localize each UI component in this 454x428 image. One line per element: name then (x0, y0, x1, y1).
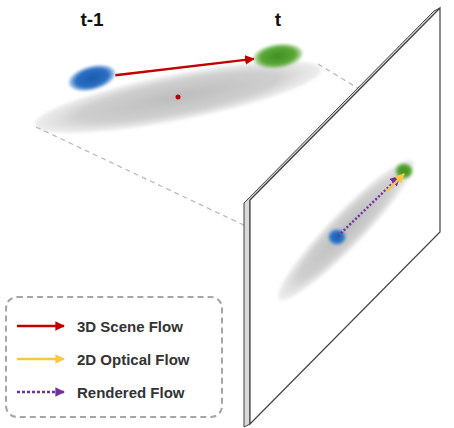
rendered-flow (338, 176, 400, 236)
time-label: t-1 (80, 9, 103, 31)
legend-row: 3D Scene Flow (15, 315, 183, 337)
image-plane (250, 8, 440, 424)
legend-box: 3D Scene Flow 2D Optical FlowRendered Flo… (5, 296, 223, 418)
rendered-flow-sample (15, 385, 67, 399)
legend-text: 2D Optical Flow (77, 351, 190, 368)
legend-text: 3D Scene Flow (77, 318, 183, 335)
gaussian-ellipse (252, 41, 305, 72)
legend-row: Rendered Flow (15, 381, 185, 403)
scene-flow-arrow (115, 59, 253, 75)
scene-flow-sample (15, 319, 67, 333)
projected-ellipse (267, 149, 425, 311)
optical-flow-sample (15, 352, 67, 366)
time-label: t (275, 9, 281, 31)
projection-line (36, 127, 250, 228)
gaussian-shape (247, 38, 309, 74)
gaussian-center (176, 95, 181, 100)
gaussian-ellipse (66, 60, 119, 96)
projected-blue (328, 229, 346, 245)
optical-flow (386, 174, 404, 192)
legend-text: Rendered Flow (77, 384, 185, 401)
gaussian-node: t-1 (62, 60, 122, 96)
gaussian-node: t (247, 38, 309, 74)
plane-side (244, 8, 440, 427)
gaussian-shape (62, 60, 122, 96)
legend-row: 2D Optical Flow (15, 348, 190, 370)
